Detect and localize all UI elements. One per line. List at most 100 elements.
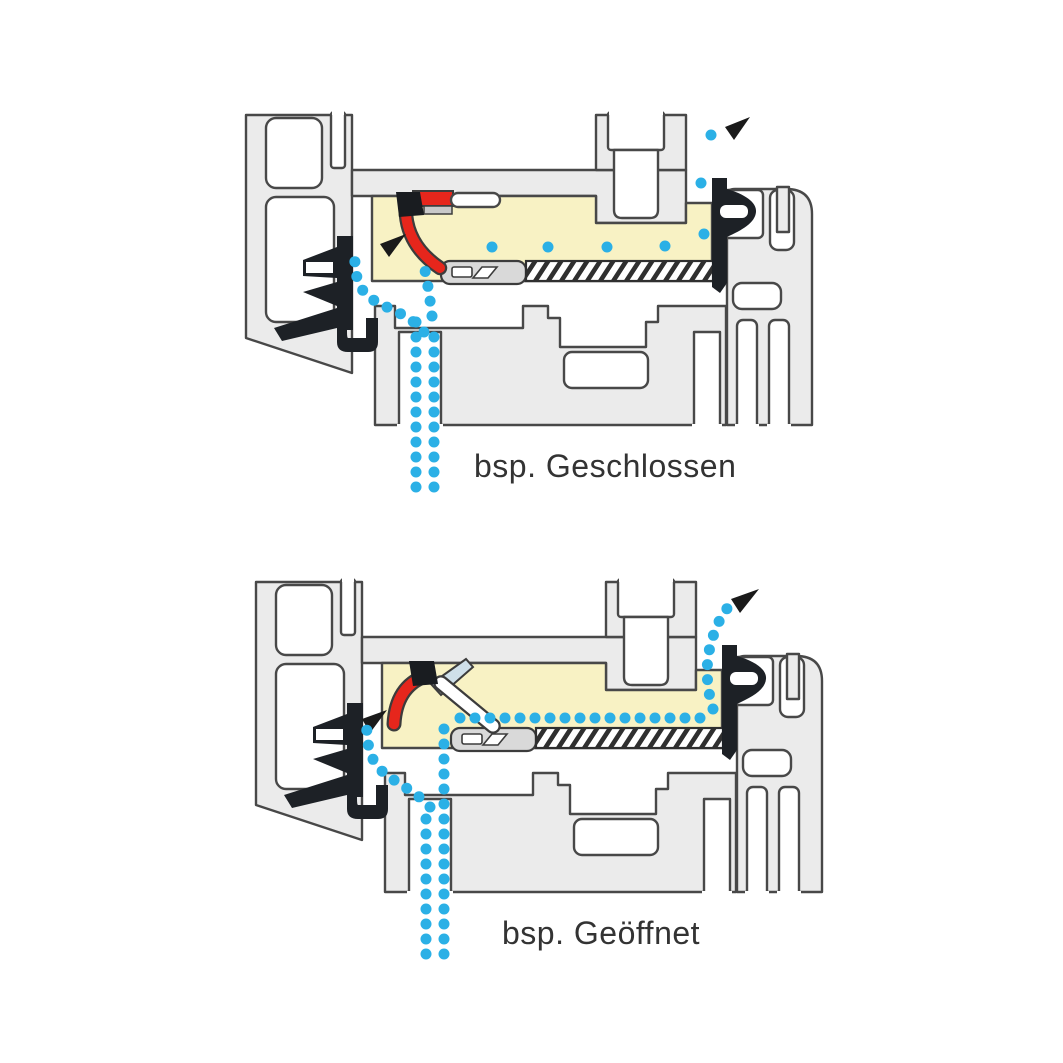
airflow-dot [410, 376, 422, 388]
airflow-dot [428, 436, 440, 448]
airflow-dot [664, 712, 676, 724]
airflow-dot [454, 712, 466, 724]
airflow-dot [420, 918, 432, 930]
airflow-dot [559, 712, 571, 724]
label-open: bsp. Geöffnet [502, 915, 700, 951]
airflow-dot [438, 858, 450, 870]
airflow-dot [649, 712, 661, 724]
airflow-dot [438, 903, 450, 915]
label-closed: bsp. Geschlossen [474, 448, 736, 484]
airflow-dot [410, 361, 422, 373]
airflow-dot [413, 791, 425, 803]
airflow-dot [410, 331, 422, 343]
airflow-dot [419, 266, 431, 277]
airflow-dot [438, 783, 450, 795]
airflow-dot [424, 801, 436, 813]
airflow-dot [701, 659, 713, 671]
airflow-dot [376, 765, 388, 777]
airflow-dot [418, 326, 430, 338]
airflow-dot [420, 948, 432, 960]
panel-open [254, 574, 824, 960]
airflow-dot [634, 712, 646, 724]
airflow-dot [707, 629, 719, 641]
airflow-dot [703, 644, 715, 656]
flap-open [386, 657, 501, 734]
airflow-dot [368, 294, 380, 306]
airflow-dot [514, 712, 526, 724]
airflow-dot [420, 888, 432, 900]
airflow-dot [428, 466, 440, 478]
airflow-dot [395, 308, 406, 320]
airflow-dot [438, 798, 450, 810]
airflow-dot [428, 361, 440, 373]
airflow-dot [679, 712, 691, 724]
airflow-dot [422, 280, 434, 292]
flap-pivot [396, 192, 424, 217]
airflow-dot [438, 918, 450, 930]
airflow-dot [428, 481, 440, 493]
airflow-dot [424, 295, 436, 307]
airflow-dot [619, 712, 631, 724]
airflow-dot [410, 481, 422, 493]
airflow-dot [428, 376, 440, 388]
airflow-dot [438, 843, 450, 855]
airflow-dot [349, 256, 361, 268]
airflow-dot [702, 674, 713, 686]
airflow-dot [574, 712, 586, 724]
airflow-dot [544, 712, 556, 724]
airflow-dot [438, 948, 450, 960]
airflow-dot [428, 346, 440, 358]
airflow-dot [438, 753, 450, 765]
airflow-dot [410, 346, 422, 358]
airflow-dot [428, 406, 440, 418]
airflow-dot [529, 712, 541, 724]
airflow-dot [499, 712, 511, 724]
flow-arrow-outlet [725, 117, 750, 140]
airflow-dot [361, 724, 373, 736]
airflow-dot [420, 843, 432, 855]
airflow-dot [410, 391, 422, 403]
panel-closed [244, 107, 814, 493]
airflow-dot [420, 933, 432, 945]
airflow-dot [388, 774, 400, 786]
airflow-dot [604, 712, 616, 724]
airflow-dot [707, 703, 719, 715]
airflow-closed [349, 117, 750, 493]
airflow-dot [694, 712, 706, 724]
airflow-dot [420, 903, 432, 915]
airflow-dot [428, 391, 440, 403]
airflow-dot [438, 828, 450, 840]
airflow-dot [351, 271, 363, 282]
flap-pivot [409, 661, 438, 686]
airflow-dot [721, 603, 733, 615]
airflow-dot [410, 436, 422, 448]
airflow-dot [410, 451, 422, 463]
airflow-dot [362, 739, 374, 751]
airflow-dot [381, 301, 393, 313]
airflow-dot [438, 933, 450, 945]
airflow-dot [428, 331, 440, 343]
airflow-dot [357, 284, 369, 296]
airflow-dot [401, 782, 413, 794]
airflow-dot [407, 316, 419, 328]
flow-arrow-outlet [731, 589, 759, 613]
airflow-dot [410, 406, 422, 418]
airflow-open [361, 589, 759, 960]
airflow-dot [367, 753, 379, 765]
airflow-dot [420, 858, 432, 870]
airflow-dot [438, 738, 450, 750]
airflow-dot [438, 888, 450, 900]
flow-arrow-inlet [380, 234, 406, 257]
airflow-dot [438, 723, 450, 735]
airflow-dot [420, 813, 432, 825]
airflow-dot [428, 421, 440, 433]
flap-arm-white [435, 677, 499, 732]
airflow-dot [410, 466, 422, 478]
airflow-dot [589, 712, 601, 724]
airflow-dot [438, 768, 450, 780]
flap-blade-red [401, 210, 445, 273]
airflow-dot [438, 813, 450, 825]
airflow-dot [713, 615, 725, 627]
